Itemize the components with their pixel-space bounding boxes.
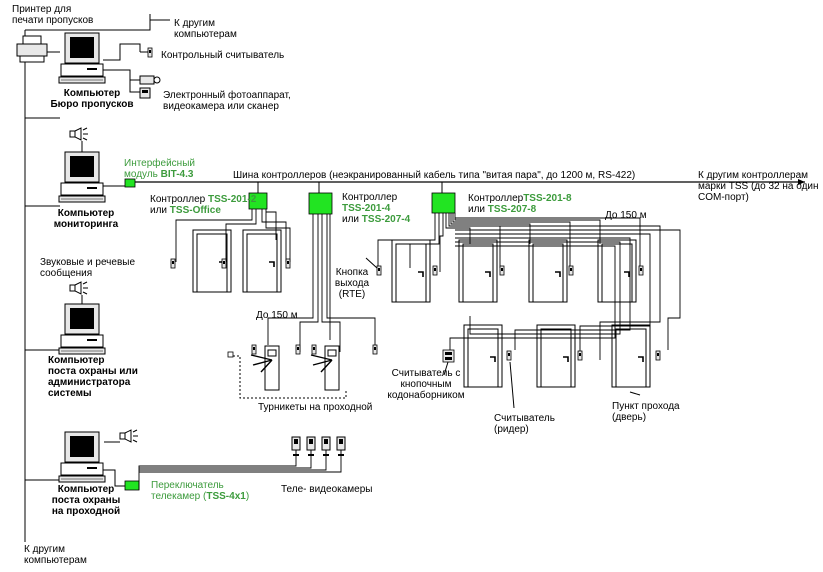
- to-other-computers-bottom-label: К другим компьютерам: [24, 544, 87, 566]
- controller-2-label: Контроллер TSS-201-4 или TSS-207-4: [342, 192, 411, 225]
- speaker-icon-checkpoint: [119, 429, 139, 443]
- reader-icon-c3-4: [638, 265, 644, 276]
- reader-label: Считыватель (ридер): [494, 413, 555, 435]
- controller-2-box: [308, 192, 333, 215]
- security-admin-pc-icon: [58, 303, 106, 355]
- reader-icon-t4: [372, 344, 378, 355]
- checkpoint-pc-icon: [58, 431, 106, 483]
- video-camera-icon: [139, 87, 151, 99]
- photo-camera-icon: [139, 75, 161, 85]
- controller-1-box: [248, 192, 268, 210]
- tv-cameras-label: Теле- видеокамеры: [281, 484, 373, 495]
- tv-camera-icon-1: [291, 436, 301, 457]
- monitoring-pc-icon: [58, 151, 106, 203]
- security-admin-pc-label: Компьютер поста охраны или администратор…: [48, 355, 138, 399]
- reader-icon-c3-2: [499, 265, 505, 276]
- tv-camera-icon-2: [306, 436, 316, 457]
- keypad-reader-label: Считыватель с кнопочным кодонаборником: [387, 368, 465, 401]
- controller-3-box: [431, 192, 456, 214]
- distance-right-label: До 150 м: [605, 210, 647, 221]
- turnstiles-label: Турникеты на проходной: [258, 402, 373, 413]
- reader-icon-c1-3: [285, 258, 291, 269]
- door-icon-c3-2: [458, 239, 498, 303]
- reader-icon-c3-5: [506, 350, 512, 361]
- pass-bureau-pc-label: Компьютер Бюро пропусков: [50, 88, 134, 110]
- reader-icon-t1: [251, 344, 257, 355]
- reader-icon-c1-1: [170, 258, 176, 269]
- door-icon-c3-1: [391, 239, 431, 303]
- camera-switch-label: Переключатель телекамер (TSS-4x1): [151, 480, 250, 502]
- keypad-reader-icon: [442, 349, 455, 363]
- reader-icon-c3-1: [432, 265, 438, 276]
- control-reader-icon: [147, 47, 153, 58]
- distance-turnstile-label: До 150 м: [256, 310, 298, 321]
- exit-button-icon: [376, 265, 382, 276]
- to-other-controllers-label: К другим контроллерам марки TSS (до 32 н…: [698, 170, 819, 203]
- tv-camera-icon-3: [321, 436, 331, 457]
- tv-camera-icon-4: [336, 436, 346, 457]
- reader-icon-c1-2: [221, 258, 227, 269]
- monitoring-pc-label: Компьютер мониторинга: [53, 208, 119, 230]
- reader-icon-t2: [295, 344, 301, 355]
- reader-icon-c3-7: [655, 350, 661, 361]
- controller-1-label: Контроллер TSS-201-2 или TSS-Office: [150, 194, 257, 216]
- camera-scanner-label: Электронный фотоаппарат, видеокамера или…: [163, 90, 291, 112]
- printer-label: Принтер для печати пропусков: [12, 4, 94, 26]
- door-icon-c3-3: [528, 239, 568, 303]
- reader-icon-c3-3: [568, 265, 574, 276]
- pass-bureau-pc-icon: [58, 32, 106, 84]
- controller-3-label: КонтроллерTSS-201-8 или TSS-207-8: [468, 193, 572, 215]
- to-other-computers-top-label: К другим компьютерам: [174, 18, 237, 40]
- interface-module-label: Интерфейсный модуль BIT-4.3: [124, 158, 195, 180]
- speaker-icon-monitoring: [69, 127, 89, 141]
- interface-module-box: [124, 178, 136, 188]
- exit-button-label: Кнопка выхода (RTE): [334, 267, 370, 300]
- reader-icon-t3: [311, 344, 317, 355]
- checkpoint-pc-label: Компьютер поста охраны на проходной: [51, 484, 121, 517]
- controller-bus-label: Шина контроллеров (неэкранированный кабе…: [233, 170, 636, 181]
- speaker-icon-admin: [69, 281, 89, 295]
- access-point-label: Пункт прохода (дверь): [612, 401, 680, 423]
- control-reader-label: Контрольный считыватель: [161, 50, 285, 61]
- sound-messages-label: Звуковые и речевые сообщения: [40, 257, 136, 279]
- door-icon-c1-2: [242, 229, 282, 293]
- reader-icon-c3-6: [577, 350, 583, 361]
- printer-icon: [16, 35, 48, 63]
